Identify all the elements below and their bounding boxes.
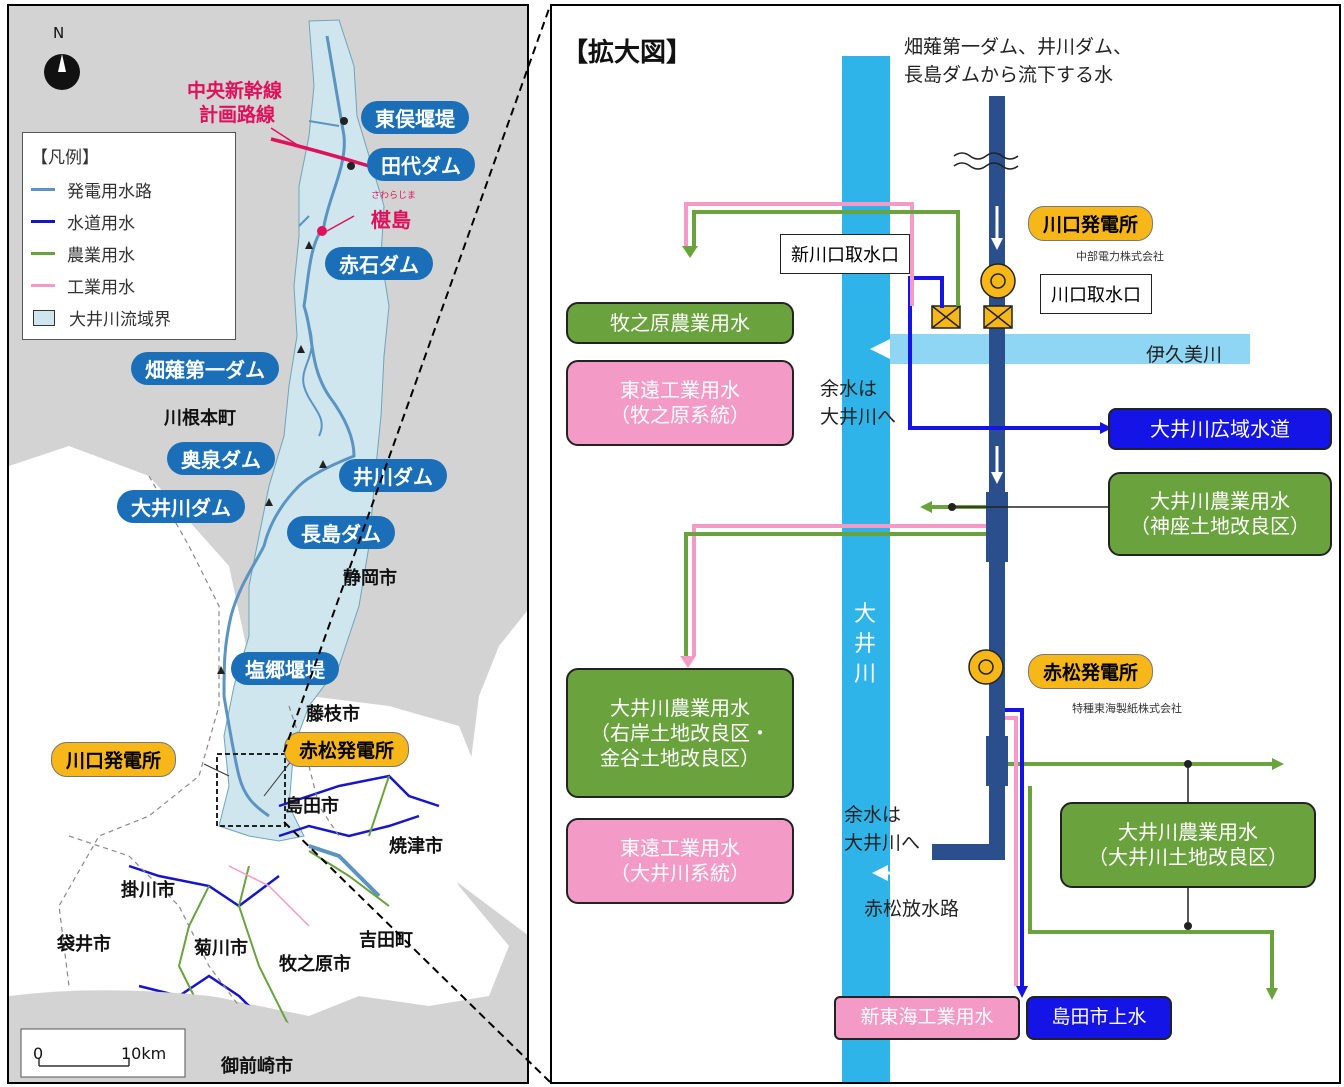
legend-item: 発電用水路 [31,177,152,202]
place-yoshida: 吉田町 [359,930,413,951]
pill-oigawa-dam: 大井川ダム [117,490,245,523]
box-makinohara-agri: 牧之原農業用水 [566,302,794,344]
box-kanza-agri: 大井川農業用水 （神座土地改良区） [1108,472,1332,556]
north-label: N [53,24,65,42]
surplus2-line2: 大井川へ [844,832,921,854]
place-kawanehon: 川根本町 [164,408,236,429]
label-ikumi-river: 伊久美川 [1146,344,1223,366]
legend-item: 工業用水 [31,273,135,298]
box-oigawa-wide-water: 大井川広域水道 [1108,408,1332,450]
map-legend: 【凡例】 発電用水路 水道用水 農業用水 工業用水 大井川流域界 [22,132,236,340]
pill-okuizumi: 奥泉ダム [167,442,275,475]
pill-akaishi: 赤石ダム [325,247,433,280]
surplus1-line2: 大井川へ [820,406,897,428]
oi-river-band [842,56,890,1082]
pill-nagashima: 長島ダム [287,516,395,549]
pill-akamatsu-ps: 赤松発電所 [284,732,410,767]
surplus1-line1: 余水は [820,378,878,400]
enlarged-area-box [216,753,286,827]
legend-item: 水道用水 [31,209,135,234]
place-shizuoka: 静岡市 [343,568,397,589]
oi-river-char-1: 大 [854,602,877,627]
sawarajima-ruby: さわらじま [371,191,417,201]
inflow-line-1: 畑薙第一ダム、井川ダム、 [904,36,1133,58]
place-yaizu: 焼津市 [389,836,443,857]
place-omaezaki: 御前崎市 [221,1056,293,1077]
surplus2-line1: 余水は [844,804,902,826]
place-fukuroi: 袋井市 [57,934,111,955]
place-makinohara: 牧之原市 [279,954,351,975]
pill-tashiro: 田代ダム [367,148,475,181]
box-toen-makinohara: 東遠工業用水 （牧之原系統） [566,360,794,446]
place-kikugawa: 菊川市 [194,938,248,959]
kawaguchi-turbine-icon [980,263,1016,299]
note-tokai-pulp: 特種東海製紙株式会社 [1072,702,1182,715]
detail-diagram: 【拡大図】 畑薙第一ダム、井川ダム、 長島ダムから流下する水 川口発電所 中部電… [550,4,1341,1084]
label-akamatsu-outlet: 赤松放水路 [864,898,960,920]
pill-ikawa: 井川ダム [339,459,447,492]
place-fujieda: 藤枝市 [306,704,360,725]
detail-pill-akamatsu: 赤松発電所 [1028,654,1154,689]
oi-river-char-2: 井 [854,632,877,657]
overview-map: N 中央新幹線 計画路線 【凡例】 発電用水路 水道用水 農業用水 工業用水 大… [7,4,529,1084]
callout-intake: 川口取水口 [1040,274,1152,314]
box-right-bank-agri: 大井川農業用水 （右岸土地改良区・ 金谷土地改良区） [566,668,794,798]
sawarajima-label: 椹島 [371,208,411,232]
box-shimada-water: 島田市上水 [1026,996,1172,1040]
place-shimada: 島田市 [285,796,339,817]
route-label-2: 計画路線 [199,104,276,126]
legend-item: 農業用水 [31,241,135,266]
detail-title: 【拡大図】 [562,38,693,68]
detail-graphics [680,56,1284,1082]
legend-item: 大井川流域界 [31,305,171,330]
sawarajima-marker [317,226,327,236]
note-chubu-electric: 中部電力株式会社 [1076,250,1164,263]
inflow-line-2: 長島ダムから流下する水 [904,64,1114,86]
pill-higashimata: 東俣堰堤 [361,101,469,134]
callout-new-intake: 新川口取水口 [780,234,910,274]
ikumi-river-band [890,334,1250,364]
scale-zero: 0 [33,1044,44,1063]
pill-kawaguchi-ps: 川口発電所 [51,742,177,777]
scale-end: 10km [121,1044,167,1063]
akamatsu-turbine-icon [968,649,1004,685]
oi-river-char-3: 川 [854,662,877,687]
pill-shiogo: 塩郷堰堤 [231,652,339,685]
place-kakegawa: 掛川市 [121,880,175,901]
pill-hatanagi: 畑薙第一ダム [131,352,279,385]
box-toen-oigawa: 東遠工業用水 （大井川系統） [566,818,794,904]
box-oigawa-lid-agri: 大井川農業用水 （大井川土地改良区） [1060,802,1316,888]
route-label-1: 中央新幹線 [187,80,283,102]
box-shin-tokai-industrial: 新東海工業用水 [834,996,1020,1040]
detail-pill-kawaguchi: 川口発電所 [1028,206,1154,241]
legend-title: 【凡例】 [31,148,99,168]
